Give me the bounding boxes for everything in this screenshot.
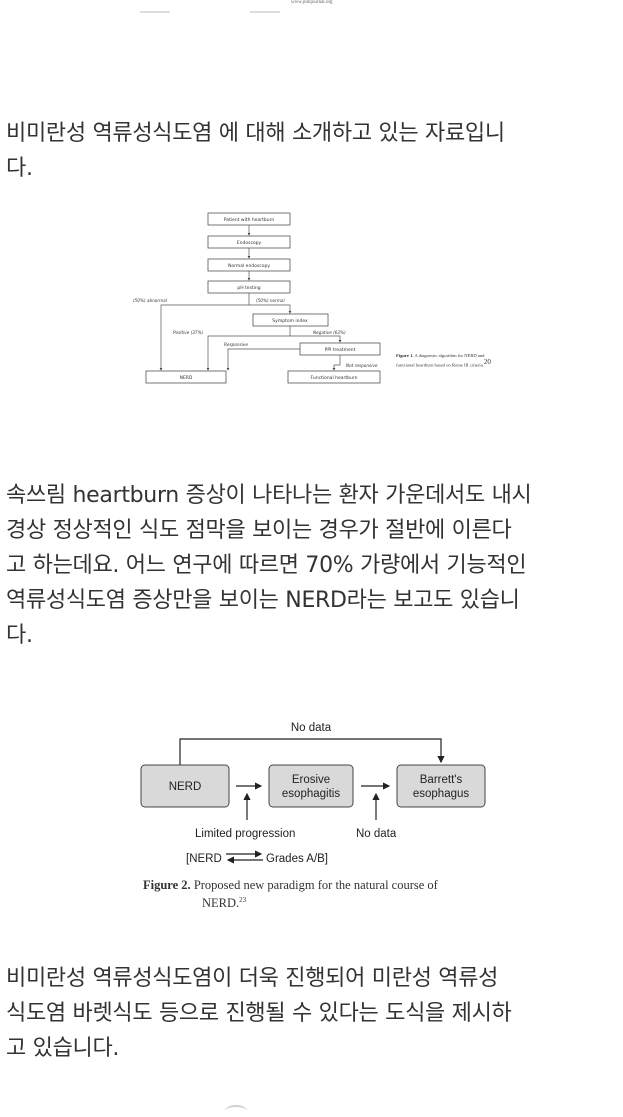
fig2-caption-ref: 23 xyxy=(239,896,247,904)
figure-2-caption: Figure 2. Proposed new paradigm for the … xyxy=(143,878,493,911)
fig1-text-normal-endoscopy: Normal endoscopy xyxy=(228,263,270,269)
fig2-text-erosive-2: esophagitis xyxy=(282,788,340,800)
fig2-text-nerd: NERD xyxy=(169,781,202,793)
fig1-text-patient: Patient with heartburn xyxy=(224,217,275,223)
fig2-bottom-no-data: No data xyxy=(356,828,397,840)
fig2-box-erosive xyxy=(268,764,354,808)
fig2-limited-progression: Limited progression xyxy=(195,828,295,840)
fig1-text-symptom-index: Symptom index xyxy=(272,318,308,324)
fig2-caption-label: Figure 2. xyxy=(143,878,191,892)
box-nerd xyxy=(145,370,227,384)
fig1-caption-text: A diagnostic algorithm for NERD and func… xyxy=(396,353,485,368)
fig2-double-arrow xyxy=(226,850,263,864)
fig2-nerd-bracket: [NERD xyxy=(186,853,222,865)
fig1-label-not-responsive: Not responsive xyxy=(346,363,378,368)
fig1-caption-label: Figure 1. xyxy=(396,353,414,358)
fig1-caption-ref: 20 xyxy=(483,358,491,366)
box-functional-heartburn xyxy=(287,370,381,384)
figure-1-flowchart: Patient with heartburn Endoscopy Normal … xyxy=(128,205,498,398)
fig2-text-barretts-2: esophagus xyxy=(413,788,470,800)
fig1-label-normal: (50%) normal xyxy=(256,298,285,303)
fig2-box-barretts xyxy=(396,764,486,808)
next-figure-edge xyxy=(225,1105,247,1117)
fig2-caption-line2: NERD. xyxy=(202,896,240,911)
fig2-caption-line1: Proposed new paradigm for the natural co… xyxy=(193,878,438,892)
fig2-grades: Grades A/B] xyxy=(266,853,328,865)
fig1-label-responsive: Responsive xyxy=(224,342,248,347)
box-symptom-index xyxy=(252,313,329,327)
fig1-label-positive: Positive (37%) xyxy=(173,330,204,335)
fig1-text-endoscopy: Endoscopy xyxy=(237,240,262,246)
fig1-text-ph-testing: pH testing xyxy=(237,285,260,291)
paragraph-intro: 비미란성 역류성식도염 에 대해 소개하고 있는 자료입니 다. xyxy=(6,121,505,181)
fig2-text-erosive-1: Erosive xyxy=(292,774,330,786)
paragraph-progression: 비미란성 역류성식도염이 더욱 진행되어 미란성 역류성 식도염 바렛식도 등으… xyxy=(6,966,512,1061)
fig1-text-ppi: PPI treatment xyxy=(325,347,356,353)
figure-2-diagram: No data NERD Erosive esophagitis Barrett… xyxy=(133,720,493,920)
previous-figure-edge xyxy=(130,0,380,13)
fig1-text-nerd: NERD xyxy=(180,375,193,381)
fig2-text-barretts-1: Barrett's xyxy=(420,774,463,786)
fig1-label-negative: Negative (63%) xyxy=(313,330,346,335)
fig1-text-functional: Functional heartburn xyxy=(311,375,358,381)
figure-1-caption: Figure 1. A diagnostic algorithm for NER… xyxy=(396,353,496,369)
paragraph-heartburn: 속쓰림 heartburn 증상이 나타나는 환자 가운데서도 내시 경상 정상… xyxy=(6,483,532,648)
fig1-label-abnormal: (50%) abnormal xyxy=(133,298,168,303)
fig2-top-no-data: No data xyxy=(291,722,332,734)
fig2-box-nerd xyxy=(140,764,230,808)
previous-figure-url: www.jnmjournal.org xyxy=(291,0,333,5)
